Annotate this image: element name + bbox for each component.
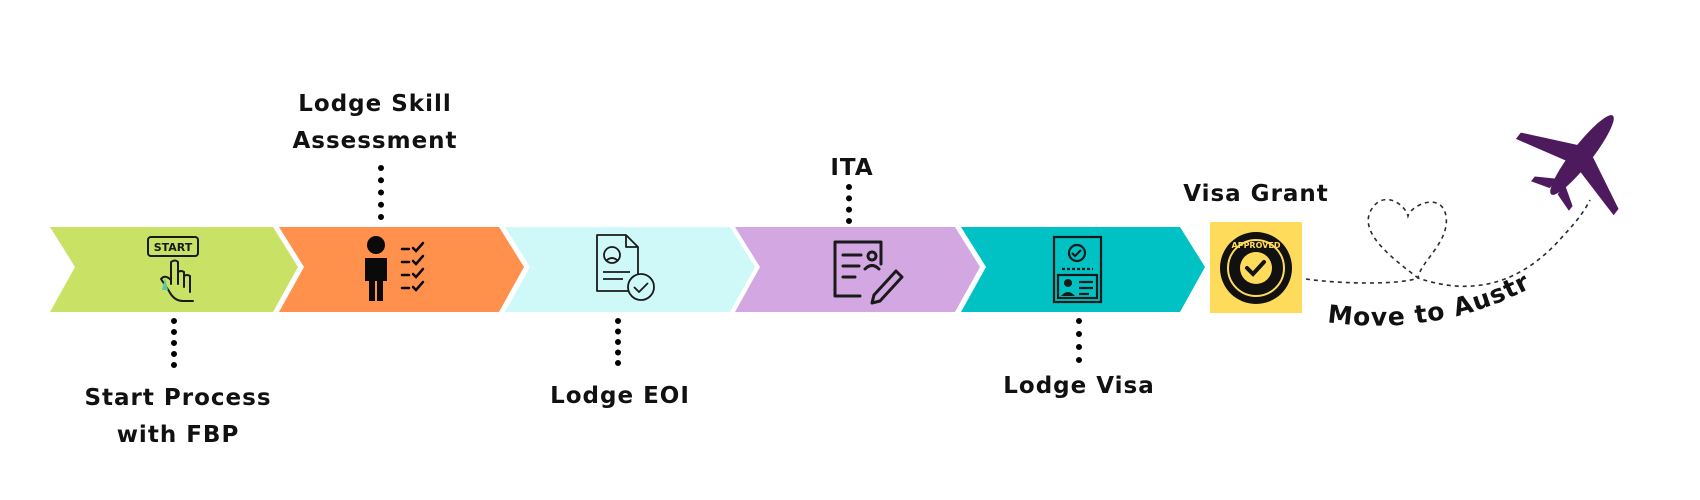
connector-skill — [378, 165, 390, 220]
step-skill-chevron — [279, 227, 524, 312]
start-hand-icon: START — [147, 236, 199, 302]
document-check-icon — [596, 234, 655, 301]
person-checklist-icon — [365, 236, 425, 301]
start-icon-text: START — [154, 241, 193, 254]
connector-visa — [1076, 318, 1088, 363]
step-ita-chevron — [735, 227, 980, 312]
airplane-icon — [1515, 115, 1619, 216]
label-start-process: Start Process with FBP — [84, 385, 272, 448]
connector-eoi — [615, 318, 627, 366]
connector-start — [171, 318, 183, 368]
approved-seal-icon: APPROVED — [1220, 232, 1292, 304]
step-start-chevron — [50, 227, 298, 312]
document-pen-icon — [833, 240, 904, 305]
label-lodge-visa: Lodge Visa — [1003, 373, 1155, 399]
label-lodge-eoi: Lodge EOI — [550, 383, 690, 409]
process-band — [50, 227, 1205, 312]
flight-path — [1305, 198, 1591, 288]
visa-document-icon — [1052, 235, 1103, 304]
label-visa-grant: Visa Grant — [1183, 181, 1329, 207]
connector-ita — [846, 184, 858, 224]
label-lodge-skill-assessment: Lodge Skill Assessment — [292, 91, 458, 154]
label-ita: ITA — [830, 155, 874, 181]
seal-text: APPROVED — [1232, 241, 1281, 250]
step-eoi-chevron — [505, 227, 755, 312]
